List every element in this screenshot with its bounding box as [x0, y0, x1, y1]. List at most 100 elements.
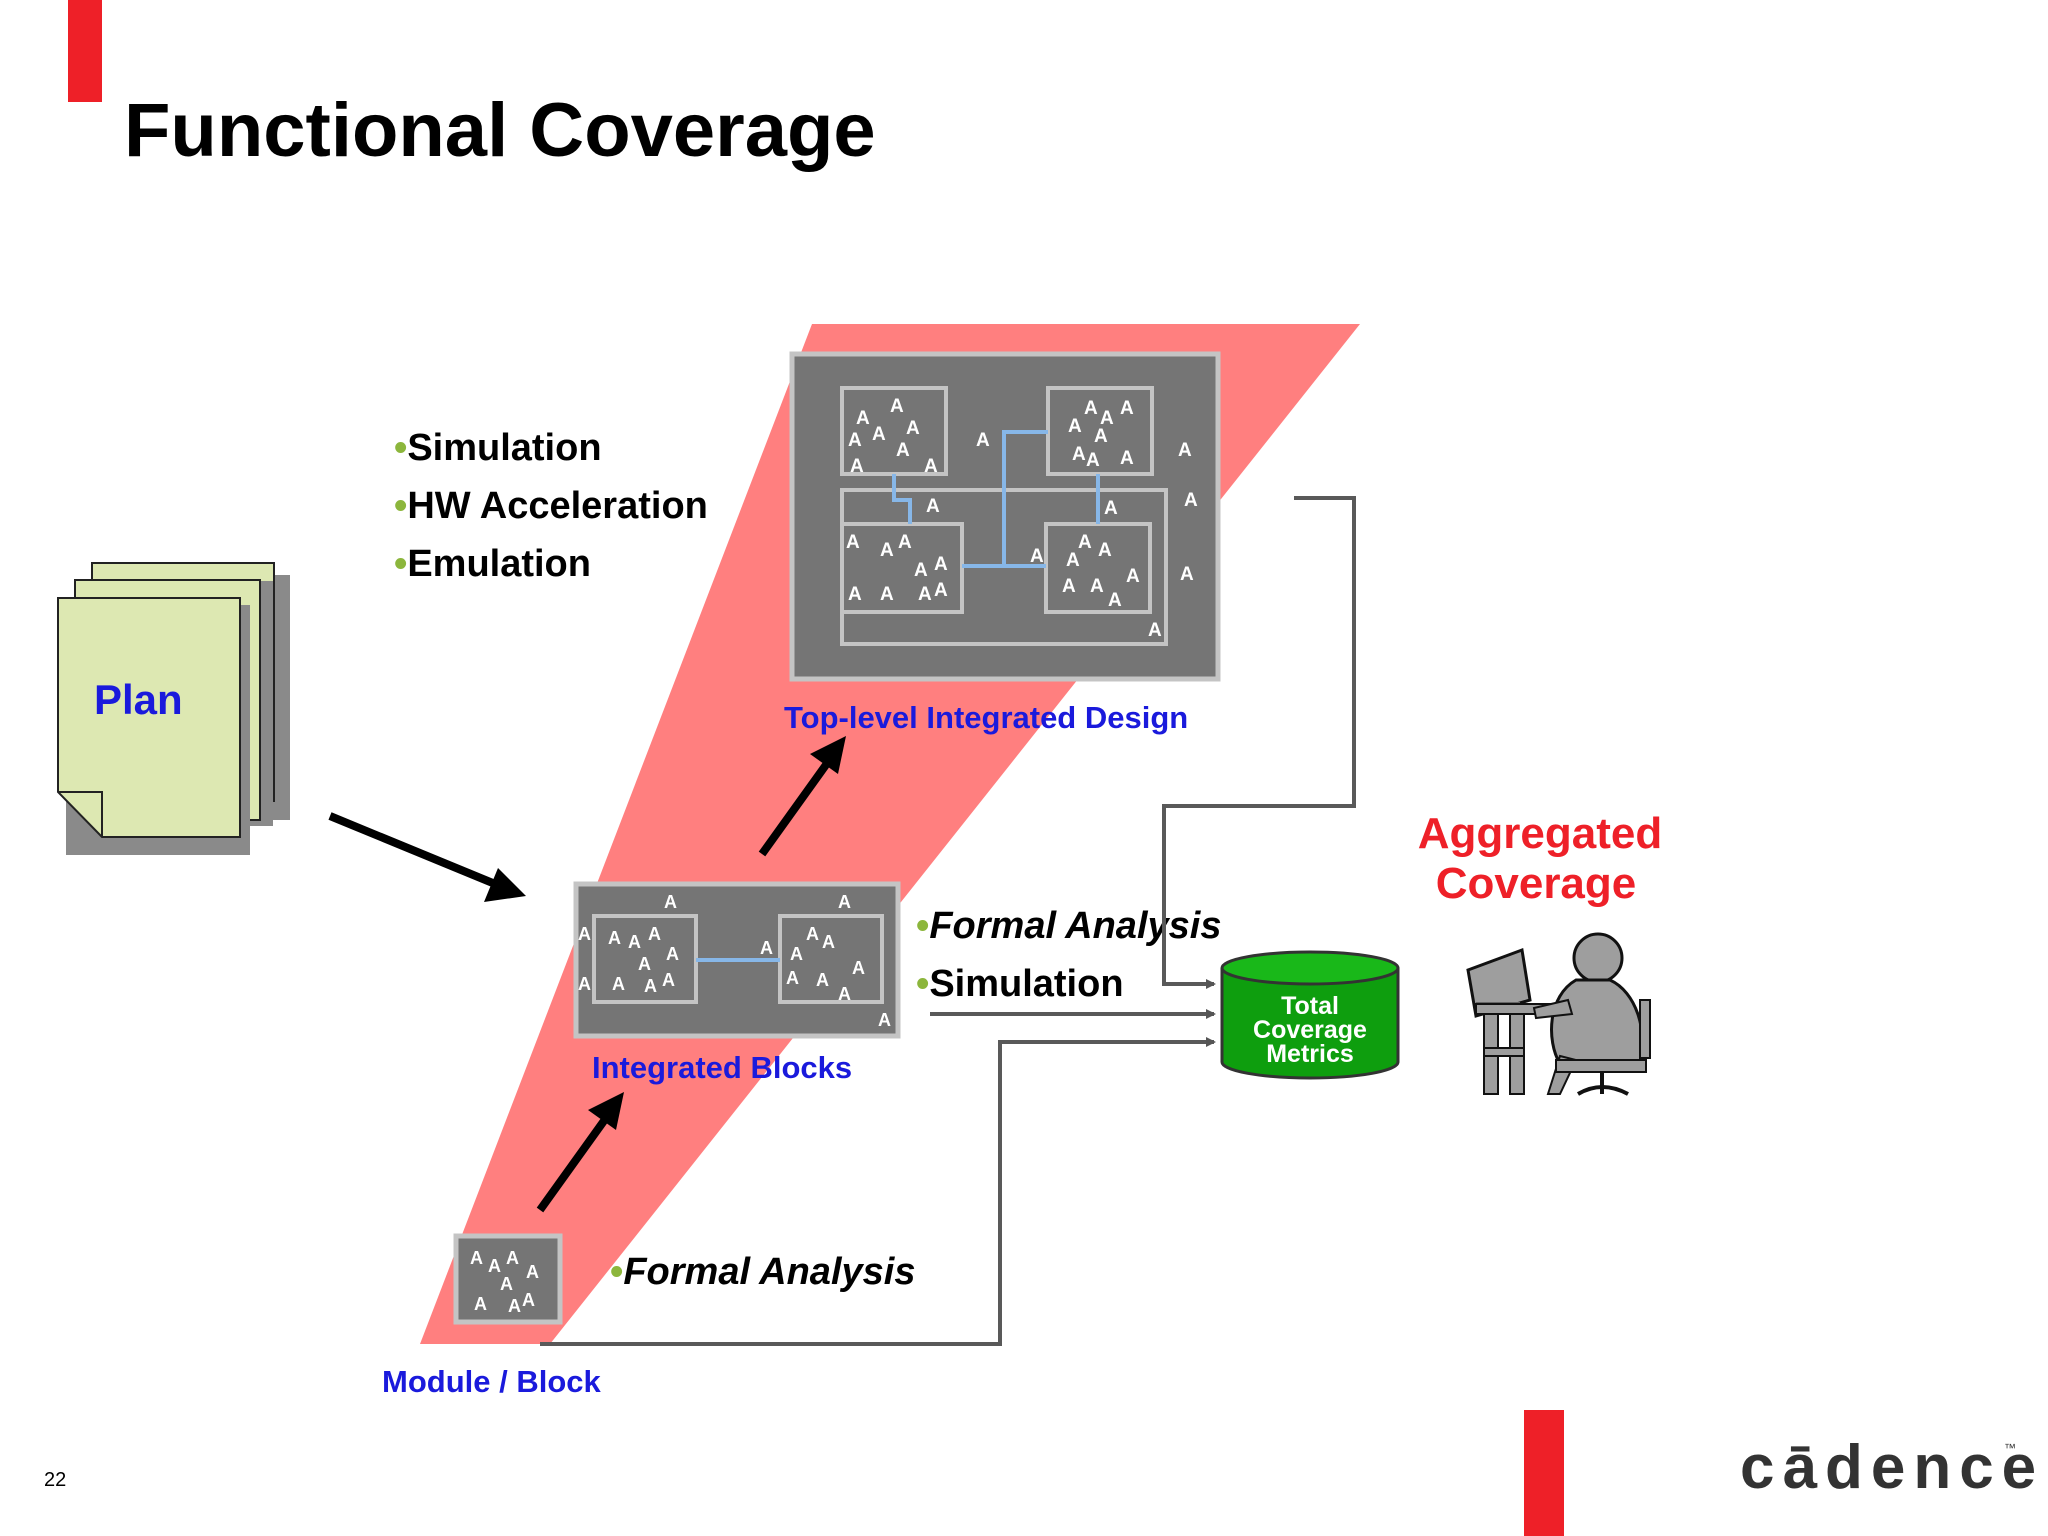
module-block	[453, 1233, 563, 1325]
assertion-glyph: A	[506, 1248, 519, 1268]
bullet-dot: •	[916, 905, 929, 947]
integrated-blocks-block	[573, 881, 901, 1039]
assertion-glyph: A	[644, 976, 657, 996]
assertion-glyph: A	[508, 1296, 521, 1316]
svg-text:•Simulation: •Simulation	[916, 963, 1124, 1005]
assertion-glyph: A	[890, 396, 904, 417]
assertion-glyph: A	[790, 944, 803, 964]
assertion-glyph: A	[786, 968, 799, 988]
assertion-glyph: A	[898, 532, 912, 553]
assertion-glyph: A	[822, 932, 835, 952]
method-formal-analysis: Formal Analysis	[623, 1251, 915, 1293]
database-label: Total Coverage Metrics	[1253, 992, 1367, 1068]
top-level-design-label: Top-level Integrated Design	[784, 700, 1188, 735]
assertion-glyph: A	[1094, 426, 1108, 447]
red-accent-bar-top	[68, 0, 102, 102]
svg-text:•Formal Analysis: •Formal Analysis	[916, 905, 1221, 947]
assertion-glyph: A	[850, 456, 864, 477]
assertion-glyph: A	[1148, 620, 1162, 641]
assertion-glyph: A	[914, 560, 928, 581]
assertion-glyph: A	[1178, 440, 1192, 461]
low-methods-list: •Formal Analysis	[610, 1251, 915, 1293]
assertion-glyph: A	[1120, 448, 1134, 469]
assertion-glyph: A	[522, 1290, 535, 1310]
assertion-glyph: A	[934, 580, 948, 601]
arrow-icon	[758, 736, 846, 857]
bullet-dot: •	[916, 963, 929, 1005]
assertion-glyph: A	[872, 424, 886, 445]
integrated-blocks-label: Integrated Blocks	[592, 1050, 852, 1085]
bullet-dot: •	[610, 1251, 623, 1293]
assertion-glyph: A	[934, 554, 948, 575]
database-icon	[1220, 950, 1400, 1080]
assertion-glyph: A	[806, 924, 819, 944]
assertion-glyph: A	[880, 584, 894, 605]
assertion-glyph: A	[816, 970, 829, 990]
assertion-glyph: A	[1126, 566, 1140, 587]
bullet-dot: •	[394, 427, 407, 469]
assertion-glyph: A	[926, 496, 940, 517]
assertion-glyph: A	[470, 1248, 483, 1268]
plan-document-stack	[57, 562, 290, 855]
assertion-glyph: A	[1098, 540, 1112, 561]
assertion-glyph: A	[474, 1294, 487, 1314]
arrow-icon	[536, 1092, 624, 1213]
assertion-glyph: A	[488, 1256, 501, 1276]
assertion-glyph: A	[666, 944, 679, 964]
assertion-glyph: A	[1180, 564, 1194, 585]
assertion-glyph: A	[664, 892, 677, 912]
top-methods-list: •Simulation •HW Acceleration •Emulation	[394, 427, 708, 585]
assertion-glyph: A	[1184, 490, 1198, 511]
assertion-glyph: A	[1090, 576, 1104, 597]
assertion-glyph: A	[1072, 444, 1086, 465]
assertion-glyph: A	[1078, 532, 1092, 553]
plan-label: Plan	[94, 676, 183, 723]
assertion-glyph: A	[1120, 398, 1134, 419]
assertion-glyph: A	[846, 532, 860, 553]
assertion-glyph: A	[906, 418, 920, 439]
assertion-glyph: A	[526, 1262, 539, 1282]
bullet-dot: •	[394, 485, 407, 527]
svg-text:•HW Acceleration: •HW Acceleration	[394, 485, 708, 527]
red-accent-bar-bottom	[1524, 1410, 1564, 1536]
module-block-label: Module / Block	[382, 1364, 602, 1399]
assertion-glyph: A	[578, 974, 591, 994]
top-level-design-block	[789, 351, 1221, 682]
person-at-computer-icon	[1466, 932, 1651, 1096]
method-simulation: Simulation	[929, 963, 1123, 1005]
assertion-glyph: A	[924, 456, 938, 477]
assertion-glyph: A	[856, 408, 870, 429]
assertion-glyph: A	[838, 984, 851, 1004]
slide-title: Functional Coverage	[124, 88, 876, 173]
aggregated-line-1: Aggregated	[1418, 809, 1662, 858]
logo-wordmark: cādence	[1740, 1433, 2044, 1502]
method-hw-acceleration: HW Acceleration	[407, 485, 708, 527]
coverage-connectors	[540, 496, 1356, 1346]
assertion-glyph: A	[848, 430, 862, 451]
db-line-3: Metrics	[1266, 1040, 1354, 1068]
assertion-glyph: A	[878, 1010, 891, 1030]
assertion-glyph: A	[1084, 398, 1098, 419]
assertion-glyph: A	[608, 928, 621, 948]
assertion-glyph: A	[848, 584, 862, 605]
assertion-glyph: A	[662, 970, 675, 990]
assertion-glyph: A	[578, 924, 591, 944]
assertion-glyph: A	[1068, 416, 1082, 437]
assertion-glyph: A	[896, 440, 910, 461]
assertion-glyph: A	[1108, 590, 1122, 611]
assertion-glyph: A	[1100, 408, 1114, 429]
assertion-glyph: A	[628, 932, 641, 952]
cadence-logo: cādence ™	[1740, 1433, 2044, 1502]
page-number: 22	[44, 1469, 66, 1491]
assertion-glyph: A	[880, 540, 894, 561]
assertion-glyph: A	[648, 924, 661, 944]
db-line-2: Coverage	[1253, 1016, 1367, 1044]
svg-text:•Emulation: •Emulation	[394, 543, 591, 585]
assertion-glyph: A	[918, 584, 932, 605]
arrow-icon	[328, 812, 526, 902]
method-formal-analysis: Formal Analysis	[929, 905, 1221, 947]
